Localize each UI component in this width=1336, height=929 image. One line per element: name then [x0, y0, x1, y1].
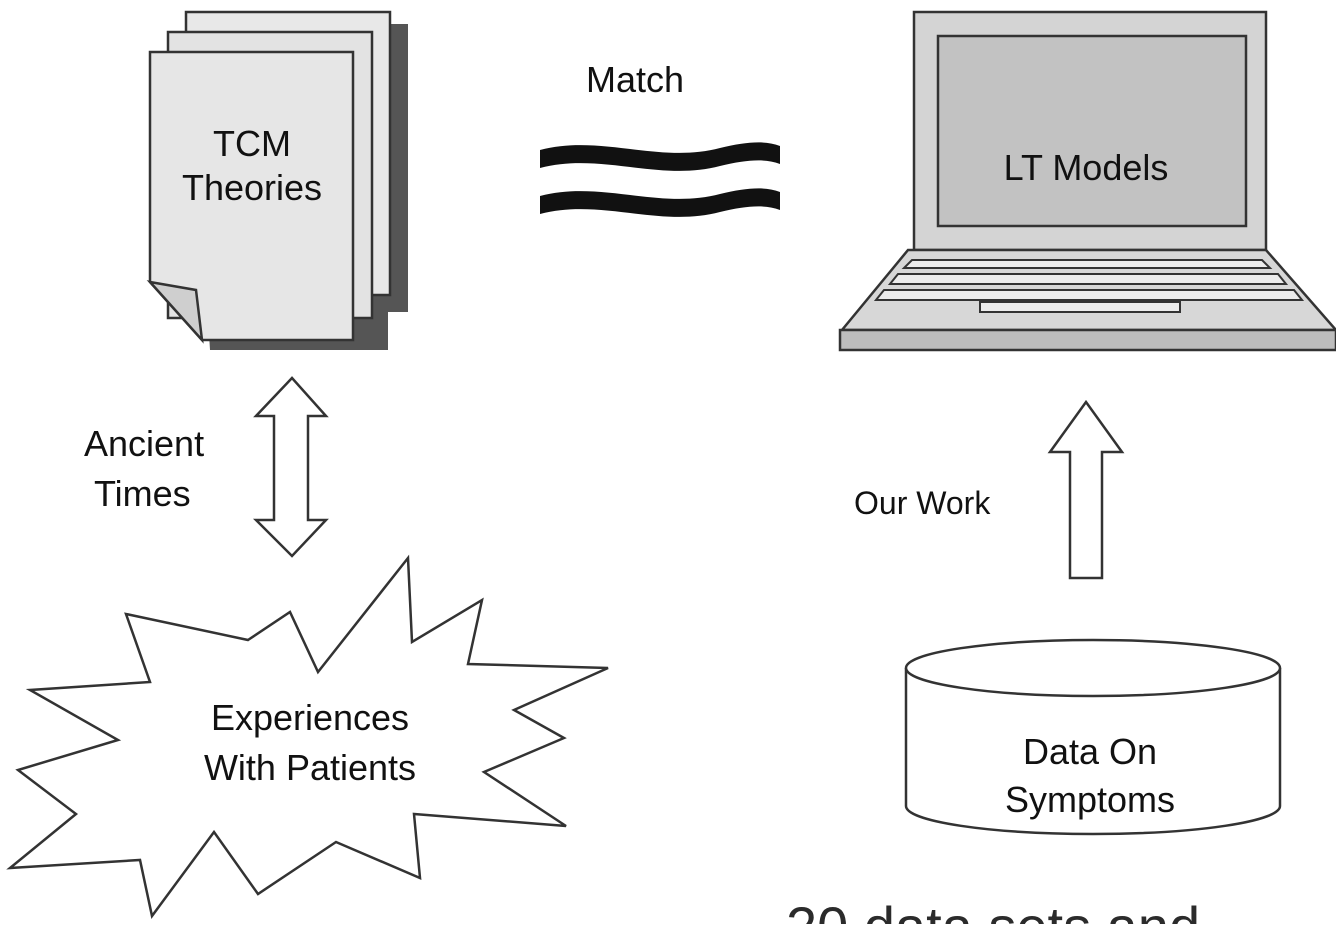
match-label: Match: [586, 59, 684, 100]
laptop-key-row-3: [873, 289, 1305, 301]
laptop-key-row-1: [901, 259, 1273, 269]
ancient-times-connector: Ancient Times: [84, 376, 329, 558]
experiences-label-line1: Experiences: [211, 697, 409, 738]
laptop-screen-display: [936, 34, 1248, 228]
lt-models-node: LT Models: [838, 10, 1336, 352]
laptop-front-edge: [838, 328, 1336, 352]
ancient-label-line1: Ancient: [84, 423, 204, 464]
experiences-node: Experiences With Patients: [6, 554, 609, 919]
experiences-label-line2: With Patients: [204, 747, 416, 788]
cylinder-top: [904, 638, 1282, 698]
ancient-label-line2: Times: [94, 473, 191, 514]
tcm-theories-node: TCM Theories: [146, 10, 408, 350]
bottom-caption: 20 data sets and: [786, 895, 1200, 924]
match-wave-top: [540, 142, 780, 171]
up-arrow-icon: [1047, 399, 1125, 580]
tcm-label-line2: Theories: [182, 167, 322, 208]
starburst-shape: [6, 554, 609, 919]
laptop-spacebar: [979, 301, 1181, 313]
document-folded-corner: [146, 280, 204, 344]
data-label-line1: Data On: [1023, 731, 1157, 772]
tcm-label-line1: TCM: [213, 123, 291, 164]
data-label-line2: Symptoms: [1005, 779, 1175, 820]
laptop-key-row-2: [887, 273, 1289, 285]
double-arrow-icon: [252, 376, 329, 558]
our-work-label: Our Work: [854, 485, 991, 521]
data-symptoms-node: Data On Symptoms: [904, 638, 1282, 836]
lt-models-label: LT Models: [1004, 147, 1169, 188]
match-connector: Match: [540, 59, 780, 217]
cylinder-body: [904, 668, 1282, 836]
match-wave-bottom: [540, 188, 780, 217]
document-page-front: [148, 50, 355, 342]
our-work-connector: Our Work: [854, 399, 1125, 580]
